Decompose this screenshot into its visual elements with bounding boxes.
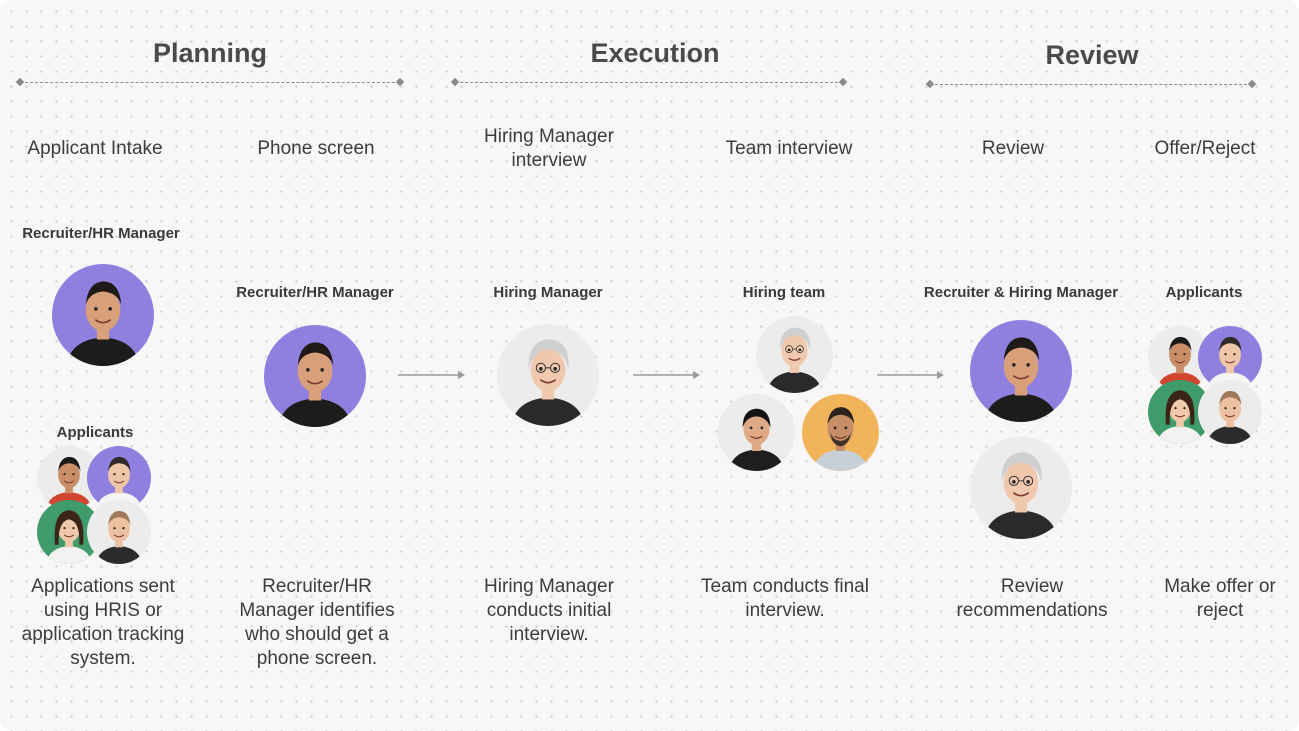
avatar-applicant-4-icon bbox=[87, 500, 151, 564]
role-label-intake-recruiter: Recruiter/HR Manager bbox=[22, 225, 180, 242]
avatar-review-hiring-manager-icon bbox=[970, 437, 1072, 539]
stage-title-offer-reject: Offer/Reject bbox=[1154, 138, 1256, 159]
arrow-right-icon bbox=[398, 371, 465, 379]
role-label-phone-screen: Recruiter/HR Manager bbox=[236, 284, 394, 301]
avatar-hiring-team-3-icon bbox=[802, 394, 879, 471]
phase-title-review: Review bbox=[1045, 40, 1139, 70]
avatar-hiring-manager-icon bbox=[497, 324, 599, 426]
stage-description-team-interview: Team conducts final interview. bbox=[701, 576, 869, 621]
role-label-hm-interview: Hiring Manager bbox=[493, 284, 603, 301]
stage-description-phone-screen: Recruiter/HR Manager identifies who shou… bbox=[239, 576, 395, 669]
stage-title-applicant-intake: Applicant Intake bbox=[27, 138, 163, 159]
avatar-recruiter-intake-icon bbox=[52, 264, 154, 366]
role-label-review: Recruiter & Hiring Manager bbox=[923, 284, 1119, 301]
stage-description-applicant-intake: Applications sent using HRIS or applicat… bbox=[21, 576, 185, 669]
avatar-hiring-team-1-icon bbox=[756, 316, 833, 393]
stage-description-hm-interview: Hiring Manager conducts initial intervie… bbox=[484, 576, 614, 645]
avatar-recruiter-phone-screen-icon bbox=[264, 325, 366, 427]
stage-title-team-interview: Team interview bbox=[725, 138, 853, 159]
phase-bracket-planning bbox=[20, 82, 400, 83]
avatar-applicant-3-icon bbox=[37, 500, 101, 564]
role-label-intake-applicants: Applicants bbox=[56, 424, 134, 441]
stage-title-hiring-manager-interview: Hiring Manager interview bbox=[484, 126, 614, 171]
avatar-review-recruiter-icon bbox=[970, 320, 1072, 422]
avatar-offer-applicant-3-icon bbox=[1148, 380, 1212, 444]
arrow-right-icon bbox=[877, 371, 944, 379]
phase-title-planning: Planning bbox=[153, 38, 267, 68]
stage-description-offer-reject: Make offer or reject bbox=[1164, 576, 1276, 621]
avatar-offer-applicant-4-icon bbox=[1198, 380, 1262, 444]
phase-bracket-review bbox=[930, 84, 1252, 85]
role-label-team-interview: Hiring team bbox=[742, 284, 826, 301]
role-label-offer: Applicants bbox=[1165, 284, 1243, 301]
phase-title-execution: Execution bbox=[590, 38, 720, 68]
stage-title-phone-screen: Phone screen bbox=[257, 138, 375, 159]
stage-description-review: Review recommendations bbox=[956, 576, 1108, 621]
stage-title-review: Review bbox=[981, 138, 1045, 159]
avatar-hiring-team-2-icon bbox=[718, 394, 795, 471]
phase-bracket-execution bbox=[455, 82, 843, 83]
arrow-right-icon bbox=[633, 371, 700, 379]
